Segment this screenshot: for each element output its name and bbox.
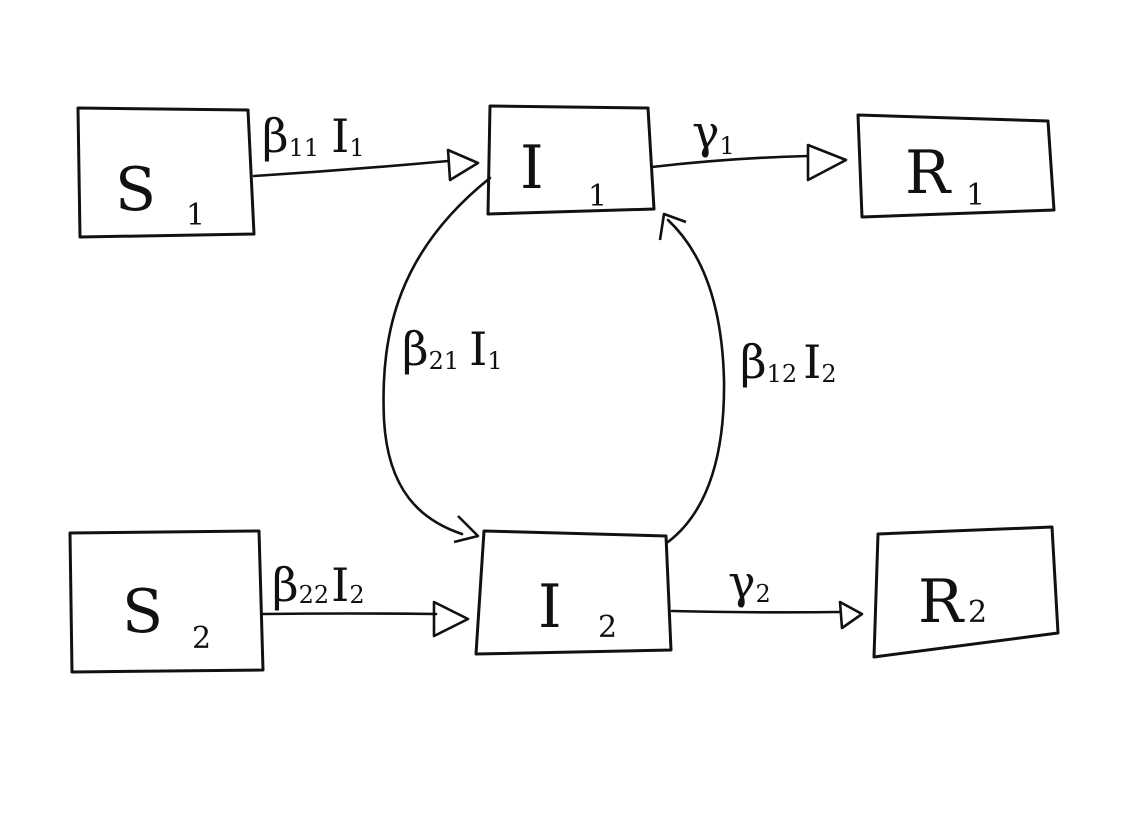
edge-s1-i1-line bbox=[252, 159, 450, 178]
node-i2: I 2 bbox=[474, 529, 673, 656]
node-r1-symbol: R bbox=[905, 138, 952, 208]
edge-s2-i2-line bbox=[260, 612, 438, 616]
node-r1-index: 1 bbox=[966, 178, 985, 213]
edge-i1-i2-arrowhead bbox=[453, 515, 480, 544]
edge-s2-i2-arrowhead bbox=[432, 600, 470, 638]
node-s2-symbol: S bbox=[122, 577, 163, 647]
edge-s1-i1-arrowhead bbox=[446, 148, 480, 182]
edge-i2-r2: γ2 bbox=[670, 555, 864, 630]
edge-i2-r2-label: γ2 bbox=[728, 555, 771, 609]
node-i1-index: 1 bbox=[588, 179, 607, 214]
edge-i1-r1-line bbox=[650, 154, 810, 169]
edge-i2-i1-line bbox=[666, 218, 726, 544]
edge-s2-i2-label: β22I2 bbox=[272, 558, 365, 612]
edge-i2-r2-arrowhead bbox=[838, 600, 864, 630]
node-s1: S 1 bbox=[76, 106, 256, 239]
node-i2-symbol: I bbox=[538, 572, 562, 642]
node-r1: R 1 bbox=[856, 113, 1056, 219]
node-i1: I 1 bbox=[486, 104, 656, 216]
edge-i2-i1-arrowhead bbox=[658, 212, 687, 241]
edge-s2-i2: β22I2 bbox=[260, 558, 470, 638]
edge-i2-r2-line bbox=[670, 609, 842, 614]
node-r2-index: 2 bbox=[968, 595, 987, 630]
edge-i1-i2-line bbox=[382, 176, 492, 536]
edge-i1-r1-arrowhead bbox=[806, 143, 848, 182]
node-s1-symbol: S bbox=[115, 155, 156, 225]
edge-i1-r1-label: γ1 bbox=[692, 105, 735, 160]
edge-i1-r1: γ1 bbox=[650, 105, 848, 182]
node-s2: S 2 bbox=[68, 529, 265, 674]
node-r2: R 2 bbox=[872, 525, 1060, 659]
node-s2-index: 2 bbox=[192, 621, 211, 656]
node-r2-symbol: R bbox=[918, 567, 965, 637]
node-i2-index: 2 bbox=[598, 610, 617, 645]
node-i1-symbol: I bbox=[520, 133, 544, 203]
node-s1-index: 1 bbox=[186, 198, 205, 233]
